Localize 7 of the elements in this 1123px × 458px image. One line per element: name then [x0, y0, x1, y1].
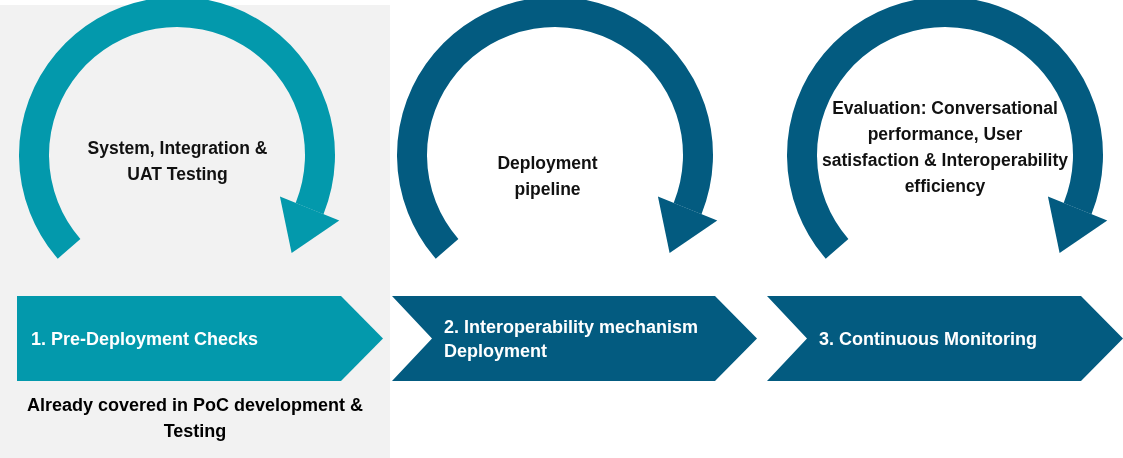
cycle-label: Evaluation: Conversational performance, User satisfaction & Interoperability efficiency [821, 97, 1069, 198]
cycle-label: System, Integration & UAT Testing [86, 137, 269, 186]
step-label: 1. Pre-Deployment Checks [31, 327, 259, 351]
step-label: 3. Continuous Monitoring [819, 327, 1037, 351]
panel-note: Already covered in PoC development & Testing [25, 394, 365, 443]
step-label: 2. Interoperability mechanism Deployment [444, 315, 700, 363]
cycle-label: Deployment pipeline [496, 152, 599, 201]
